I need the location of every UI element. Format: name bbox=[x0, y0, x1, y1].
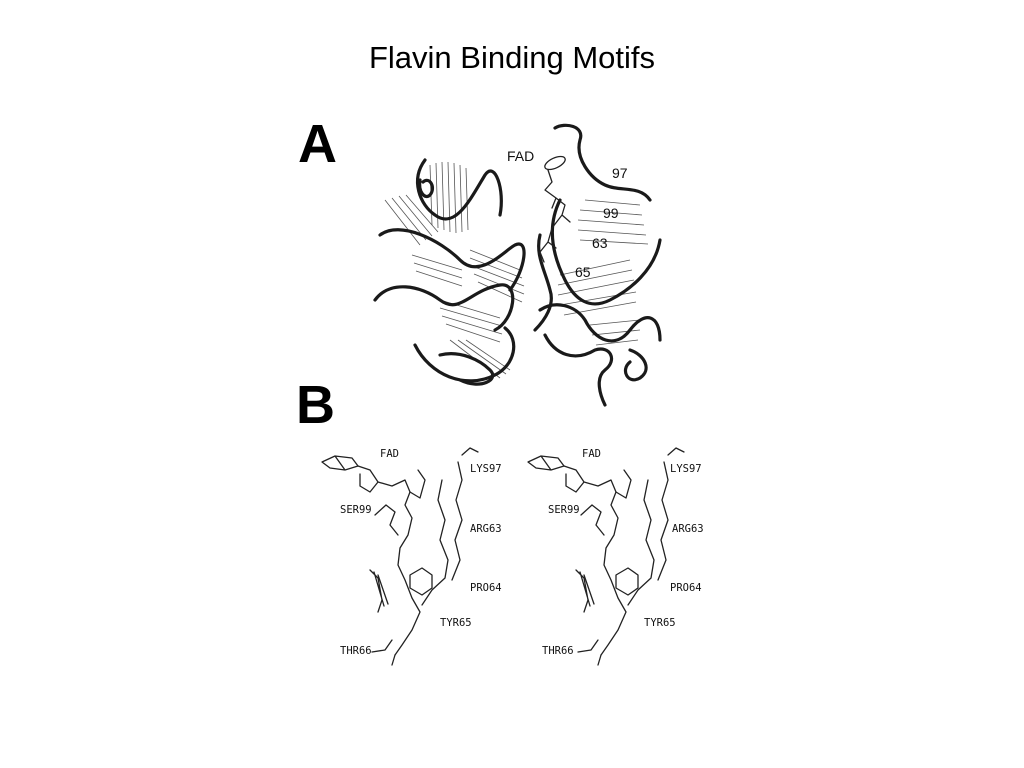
label-res-65: 65 bbox=[575, 264, 591, 280]
label-lys97-left: LYS97 bbox=[470, 463, 502, 475]
label-tyr65-left: TYR65 bbox=[440, 617, 472, 629]
right-domain-sheets bbox=[557, 199, 649, 346]
right-domain-ribbon bbox=[533, 123, 662, 407]
label-lys97-right: LYS97 bbox=[670, 463, 702, 475]
label-fad-b-right: FAD bbox=[582, 448, 601, 460]
label-arg63-left: ARG63 bbox=[470, 523, 502, 535]
label-res-63: 63 bbox=[592, 235, 608, 251]
panel-b-stereo-right bbox=[527, 447, 685, 666]
fad-molecule bbox=[539, 155, 571, 263]
label-fad-b-left: FAD bbox=[380, 448, 399, 460]
left-domain-ribbon bbox=[373, 158, 526, 386]
panel-a-letter: A bbox=[298, 114, 337, 174]
label-res-97: 97 bbox=[612, 165, 628, 181]
label-ser99-right: SER99 bbox=[548, 504, 580, 516]
label-fad-a: FAD bbox=[507, 148, 534, 164]
panel-b-stereo-left bbox=[321, 447, 479, 666]
left-domain-sheets bbox=[384, 161, 525, 379]
label-thr66-right: THR66 bbox=[542, 645, 574, 657]
label-res-99: 99 bbox=[603, 205, 619, 221]
panel-b-letter: B bbox=[296, 375, 335, 435]
label-arg63-right: ARG63 bbox=[672, 523, 704, 535]
label-thr66-left: THR66 bbox=[340, 645, 372, 657]
label-pro64-left: PRO64 bbox=[470, 582, 502, 594]
panel-a-ribbon-diagram: FAD 97 99 63 65 bbox=[373, 123, 662, 407]
label-ser99-left: SER99 bbox=[340, 504, 372, 516]
label-pro64-right: PRO64 bbox=[670, 582, 702, 594]
label-tyr65-right: TYR65 bbox=[644, 617, 676, 629]
slide-title: Flavin Binding Motifs bbox=[368, 40, 655, 75]
